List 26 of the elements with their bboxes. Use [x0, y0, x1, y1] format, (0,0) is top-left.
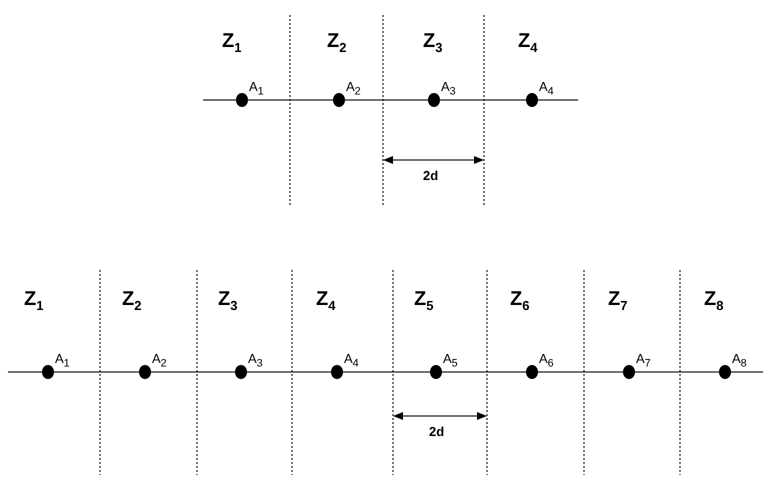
- zone-label: Z$_{8}$: [704, 288, 724, 313]
- point-label: A$_{7}$: [636, 351, 651, 370]
- dimension-label: 2d: [423, 168, 438, 183]
- point-label: A$_{8}$: [732, 351, 747, 370]
- zone-label: Z$_{4}$: [316, 288, 336, 313]
- point-label: A$_{1}$: [55, 351, 70, 370]
- point-label: A$_{2}$: [346, 79, 361, 98]
- point-label: A$_{4}$: [344, 351, 359, 370]
- zone-label: Z$_{7}$: [608, 288, 628, 313]
- zone-label: Z$_{3}$: [218, 288, 238, 313]
- point-label: A$_{3}$: [248, 351, 263, 370]
- zone-label: Z$_{2}$: [327, 30, 346, 55]
- zone-label: Z$_{1}$: [24, 288, 44, 313]
- point-label: A$_{5}$: [443, 351, 458, 370]
- zone-label: Z$_{6}$: [510, 288, 530, 313]
- point-label: A$_{1}$: [249, 79, 264, 98]
- point-label: A$_{6}$: [539, 351, 554, 370]
- zone-label: Z$_{2}$: [122, 288, 142, 313]
- zone-label: Z$_{5}$: [414, 288, 434, 313]
- dimension-label: 2d: [429, 424, 444, 439]
- point-label: A$_{3}$: [441, 79, 456, 98]
- zone-label: Z$_{1}$: [222, 30, 242, 55]
- zone-label: Z$_{3}$: [423, 30, 442, 55]
- point-label: A$_{4}$: [539, 79, 554, 98]
- point-label: A$_{2}$: [152, 351, 167, 370]
- zone-label: Z$_{4}$: [518, 30, 538, 55]
